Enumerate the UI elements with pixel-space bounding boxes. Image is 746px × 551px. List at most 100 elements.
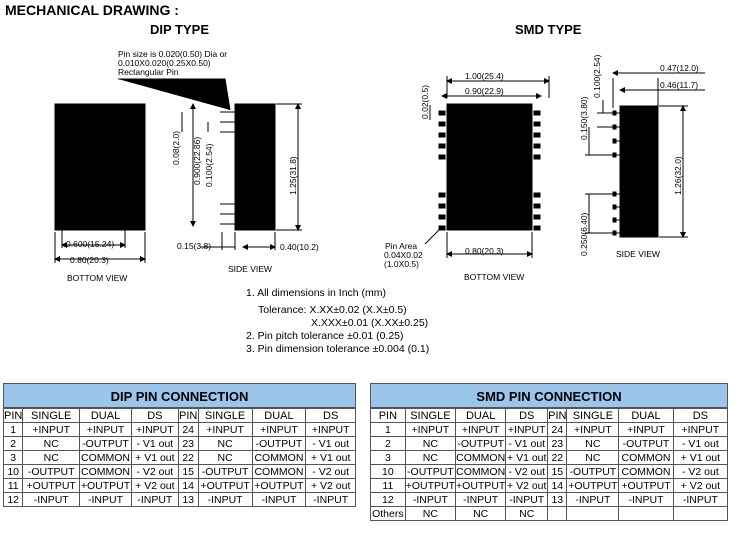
table-cell: + V2 out <box>505 478 549 493</box>
table-cell: - V1 out <box>505 436 549 451</box>
svg-text:20: 20 <box>455 151 465 161</box>
table-cell: +OUTPUT <box>197 478 253 493</box>
table-cell: -OUTPUT <box>404 464 457 479</box>
svg-text:•: • <box>61 117 64 127</box>
table-cell: NC <box>455 506 507 521</box>
svg-text:23: 23 <box>68 117 78 127</box>
table-cell: 23 <box>177 436 199 451</box>
svg-text:24: 24 <box>455 110 465 120</box>
svg-text:SIDE VIEW: SIDE VIEW <box>228 264 272 274</box>
header-cell: DS <box>672 408 729 423</box>
table-cell: +OUTPUT <box>251 478 307 493</box>
svg-text:12: 12 <box>111 220 121 230</box>
table-cell: -INPUT <box>618 492 674 507</box>
svg-text:SIDE VIEW: SIDE VIEW <box>616 249 660 259</box>
table-cell: +OUTPUT <box>79 478 132 493</box>
page-title: MECHANICAL DRAWING : <box>5 2 179 18</box>
table-cell: +OUTPUT <box>404 478 457 493</box>
table-cell: - V2 out <box>130 464 179 479</box>
header-cell: DUAL <box>455 408 507 423</box>
dimension-notes: 1. All dimensions in Inch (mm) Tolerance… <box>246 287 429 356</box>
table-cell: -INPUT <box>455 492 507 507</box>
svg-text:Pin size is 0.020(0.50) Dia or: Pin size is 0.020(0.50) Dia or <box>118 49 227 59</box>
table-cell: Others <box>370 506 406 521</box>
table-cell: + V1 out <box>672 450 729 465</box>
table-cell: NC <box>566 450 620 465</box>
svg-text:10: 10 <box>111 200 121 210</box>
table-cell: - V1 out <box>130 436 179 451</box>
table-cell: -OUTPUT <box>618 436 674 451</box>
table-cell: 10 <box>2 464 24 479</box>
svg-text:11: 11 <box>111 210 120 220</box>
header-cell: PIN <box>370 408 406 423</box>
svg-text:•: • <box>61 107 64 117</box>
svg-text:•: • <box>123 210 126 220</box>
svg-text:1.00(25.4): 1.00(25.4) <box>465 71 504 81</box>
table-cell: +INPUT <box>404 422 457 437</box>
table-cell: NC <box>22 436 81 451</box>
table-cell: +INPUT <box>22 422 81 437</box>
svg-text:BOTTOM VIEW: BOTTOM VIEW <box>67 273 127 283</box>
table-cell: 2 <box>370 436 406 451</box>
table-cell: COMMON <box>618 464 674 479</box>
svg-text:+: + <box>123 220 128 230</box>
table-cell: -INPUT <box>22 492 81 507</box>
table-cell: 3 <box>2 450 24 465</box>
note-2: 2. Pin pitch tolerance ±0.01 (0.25) <box>246 330 404 342</box>
svg-text:0.08(2.0): 0.08(2.0) <box>171 131 181 165</box>
table-cell: +INPUT <box>305 422 356 437</box>
header-cell: DS <box>305 408 356 423</box>
table-cell: -INPUT <box>251 492 307 507</box>
table-cell: 13 <box>177 492 199 507</box>
header-cell: DS <box>130 408 179 423</box>
table-cell: COMMON <box>455 450 507 465</box>
note-tolerance-2: X.XXX±0.01 (X.XX±0.25) <box>311 317 429 329</box>
dip-pin-note: Pin size is 0.020(0.50) Dia or 0.010X0.0… <box>118 49 231 111</box>
svg-text:22: 22 <box>68 127 78 137</box>
svg-text:0.600(15.24): 0.600(15.24) <box>66 239 114 249</box>
smd-type-label: SMD TYPE <box>515 22 582 37</box>
table-cell: + V1 out <box>305 450 356 465</box>
table-cell: -OUTPUT <box>566 464 620 479</box>
svg-text:0.40(10.2): 0.40(10.2) <box>280 242 319 252</box>
table-cell: -OUTPUT <box>79 436 132 451</box>
table-cell: 1 <box>2 422 24 437</box>
header-cell: DUAL <box>618 408 674 423</box>
svg-text:24: 24 <box>68 107 78 117</box>
svg-text:9: 9 <box>518 190 523 200</box>
table-cell: 22 <box>177 450 199 465</box>
header-cell: PIN <box>177 408 199 423</box>
dip-type-label: DIP TYPE <box>150 22 210 37</box>
note-tolerance-1: Tolerance: X.XX±0.02 (X.X±0.5) <box>258 304 407 316</box>
svg-text:0.100(2.54): 0.100(2.54) <box>592 54 602 98</box>
table-cell: - V1 out <box>305 436 356 451</box>
table-cell: COMMON <box>79 464 132 479</box>
table-cell: NC <box>404 506 457 521</box>
svg-text:5: 5 <box>518 151 523 161</box>
svg-text:0.80(20.3): 0.80(20.3) <box>465 246 504 256</box>
table-cell: 11 <box>2 478 24 493</box>
svg-text:•: • <box>123 117 126 127</box>
header-cell: DUAL <box>251 408 307 423</box>
table-cell: + V1 out <box>505 450 549 465</box>
header-cell: DUAL <box>79 408 132 423</box>
table-cell: -OUTPUT <box>22 464 81 479</box>
table-cell: 15 <box>177 464 199 479</box>
table-cell: 12 <box>370 492 406 507</box>
table-cell: +INPUT <box>79 422 132 437</box>
svg-text:0.900(22.86): 0.900(22.86) <box>192 137 202 185</box>
svg-text:12: 12 <box>516 221 526 231</box>
svg-text:(1.0X0.5): (1.0X0.5) <box>384 259 419 269</box>
header-cell: DS <box>505 408 549 423</box>
note-3: 3. Pin dimension tolerance ±0.004 (0.1) <box>246 343 430 355</box>
